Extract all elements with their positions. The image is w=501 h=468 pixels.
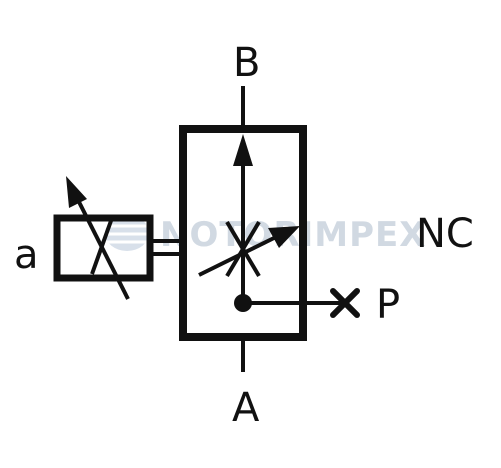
- port-p-blocked-cross-icon: [330, 288, 360, 318]
- solenoid-actuator: [53, 214, 154, 282]
- valve-state-label: NC: [416, 211, 474, 257]
- port-b-label: B: [233, 40, 260, 86]
- watermark: NOTORIMPEX: [105, 215, 426, 255]
- flow-arrow-up-icon: [233, 134, 253, 166]
- port-a-label: A: [232, 385, 260, 431]
- adjustable-arrow-icon: [66, 176, 130, 300]
- watermark-text: NOTORIMPEX: [160, 215, 426, 255]
- actuator-link: [152, 239, 183, 256]
- port-p-label: P: [376, 282, 400, 328]
- variable-orifice-icon: [198, 220, 300, 278]
- watermark-globe-icon: [105, 215, 149, 251]
- actuator-label: a: [14, 232, 39, 278]
